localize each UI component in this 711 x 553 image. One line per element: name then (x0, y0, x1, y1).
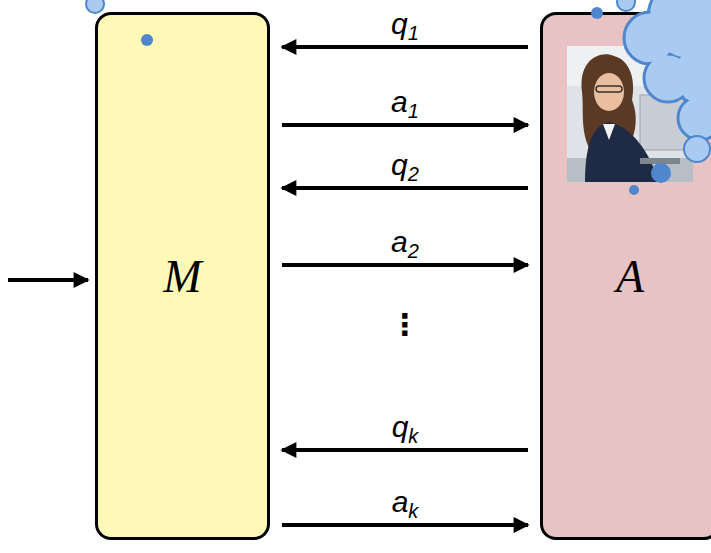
message-label: q1 (391, 9, 419, 43)
message-arrow (282, 523, 528, 527)
message-label: a1 (391, 87, 419, 121)
message-arrow (282, 263, 528, 267)
ellipsis-mark: ⋮ (390, 310, 420, 340)
module-box: M (95, 12, 270, 540)
message-arrow (282, 186, 528, 190)
box-symbol: A (616, 250, 644, 303)
box-symbol: M (163, 250, 201, 303)
message-arrow (282, 123, 528, 127)
message-label: qk (392, 412, 419, 446)
message-label: q2 (391, 150, 419, 184)
message-label: ak (392, 487, 419, 521)
input-arrow (8, 278, 88, 282)
adversary-box: A (540, 12, 711, 540)
message-arrow (282, 45, 528, 49)
message-arrow (282, 448, 528, 452)
message-label: a2 (391, 227, 419, 261)
